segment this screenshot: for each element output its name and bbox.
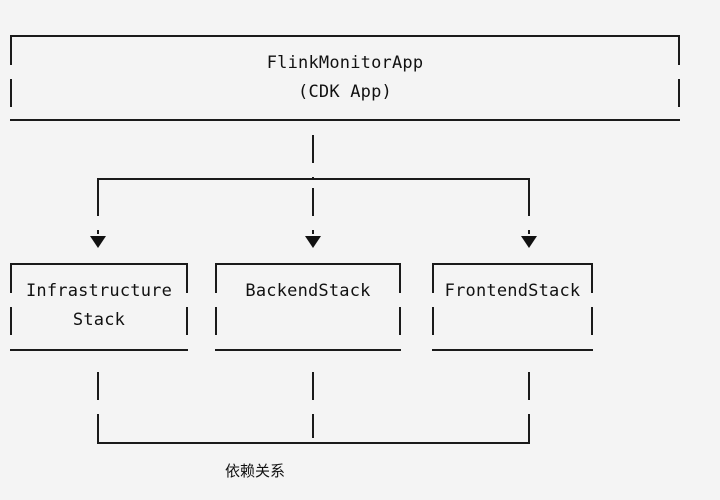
connector-fanout-corner-left <box>97 178 99 188</box>
box-top-border <box>10 263 188 265</box>
root-node-label-line2: (CDK App) <box>298 82 392 102</box>
dependency-corner-right <box>528 434 530 444</box>
dependency-corner-left <box>97 434 99 444</box>
box-top-border <box>10 35 680 37</box>
box-top-border <box>215 263 401 265</box>
connector-fanout-bar <box>97 178 530 180</box>
connector-drop-backend <box>312 188 314 234</box>
dependency-bracket-bar <box>97 442 530 444</box>
box-bottom-border <box>10 349 188 351</box>
box-right-border <box>591 265 593 349</box>
stack-label-line1: BackendStack <box>245 281 371 301</box>
box-bottom-border <box>432 349 593 351</box>
root-node-flinkmonitorapp: FlinkMonitorApp (CDK App) <box>10 35 680 121</box>
stack-node-frontend: FrontendStack <box>432 263 593 351</box>
arrowhead-frontend <box>521 236 537 248</box>
dependency-relationship-label: 依赖关系 <box>224 462 285 480</box>
box-top-border <box>432 263 593 265</box>
box-left-border <box>215 265 217 349</box>
box-left-border <box>10 37 12 119</box>
connector-fanout-corner-right <box>528 178 530 188</box>
stack-node-backend: BackendStack <box>215 263 401 351</box>
stack-node-infrastructure: Infrastructure Stack <box>10 263 188 351</box>
connector-root-stem <box>312 135 314 179</box>
box-bottom-border <box>10 119 680 121</box>
dependency-drop-backend <box>312 372 314 438</box>
box-right-border <box>399 265 401 349</box>
dependency-drop-frontend <box>528 372 530 438</box>
box-left-border <box>432 265 434 349</box>
box-left-border <box>10 265 12 349</box>
dependency-drop-infrastructure <box>97 372 99 438</box>
connector-drop-infrastructure <box>97 188 99 234</box>
connector-drop-frontend <box>528 188 530 234</box>
stack-label-line1: Infrastructure <box>25 281 173 301</box>
arrowhead-backend <box>305 236 321 248</box>
stack-label-line2: Stack <box>72 310 126 330</box>
arrowhead-infrastructure <box>90 236 106 248</box>
box-right-border <box>678 37 680 119</box>
box-right-border <box>186 265 188 349</box>
stack-label-line1: FrontendStack <box>444 281 581 301</box>
box-bottom-border <box>215 349 401 351</box>
root-node-label-line1: FlinkMonitorApp <box>266 53 424 73</box>
